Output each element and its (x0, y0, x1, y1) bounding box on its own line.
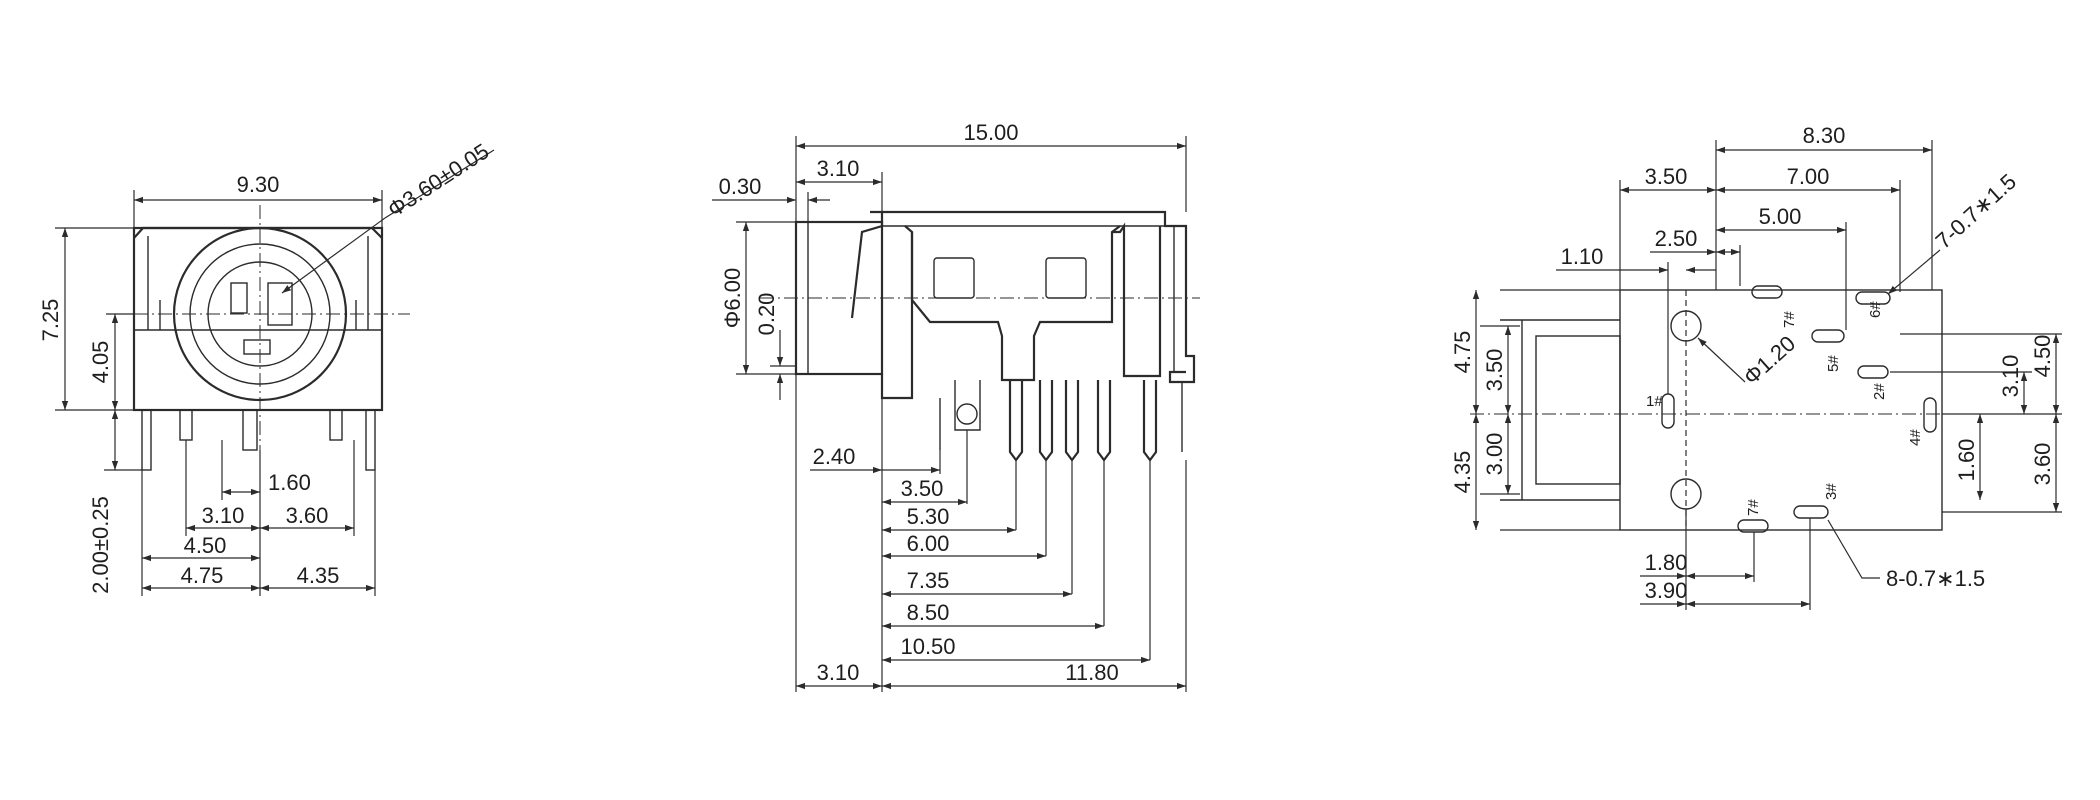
pcb-180-label: 1.80 (1645, 550, 1688, 575)
side-030-label: 0.30 (719, 174, 762, 199)
slot-pin-7-bottom (1737, 519, 1769, 533)
pin-label-2: 2# (1871, 383, 1888, 400)
slot-pin-7-top (1751, 285, 1783, 299)
pcb-hole-diameter-label: Φ1.20 (1739, 331, 1801, 390)
front-center-height-label: 4.05 (88, 341, 113, 384)
pcb-310-label: 3.10 (1998, 355, 2023, 398)
side-view-outline (794, 210, 1196, 462)
pcb-centerlines (1470, 290, 1960, 530)
side-240-label: 2.40 (813, 444, 856, 469)
side-030-dimension: 0.30 (712, 174, 830, 222)
side-600-label: 6.00 (907, 531, 950, 556)
side-extension-lines (795, 374, 1187, 692)
side-310-bottom-label: 3.10 (817, 660, 860, 685)
front-450-label: 4.50 (184, 533, 227, 558)
pcb-outline (1500, 289, 1943, 531)
pcb-right-dimensions: 3.10 4.50 3.60 1.60 (1890, 333, 2062, 513)
side-1050-label: 10.50 (900, 634, 955, 659)
front-view-centerlines (110, 205, 410, 465)
pcb-top-extension-lines (1619, 140, 1933, 394)
front-dim-310-360: 3.10 3.60 (186, 503, 354, 532)
front-dim-475-435: 4.75 4.35 (142, 563, 375, 592)
front-dim-160: 1.60 (222, 470, 311, 496)
front-160-label: 1.60 (268, 470, 311, 495)
slot-pin-6 (1855, 291, 1891, 305)
pcb-hole-note-top: 7-0.7∗1.5 (1887, 169, 2021, 295)
pcb-bottom-dimensions: 1.80 3.90 (1640, 509, 1811, 610)
front-view-outline (132, 226, 384, 471)
slot-pin-1 (1661, 393, 1675, 429)
pcb-830-label: 8.30 (1803, 123, 1846, 148)
pcb-250-label: 2.50 (1655, 226, 1698, 251)
slot-pin-2 (1857, 365, 1889, 379)
front-310-label: 3.10 (202, 503, 245, 528)
front-360-label: 3.60 (286, 503, 329, 528)
side-diameter-dimension: Φ6.00 (720, 221, 796, 375)
pcb-500-label: 5.00 (1759, 204, 1802, 229)
front-center-height-dimension: 4.05 (88, 313, 134, 410)
pcb-hole-note-bottom-label: 8-0.7∗1.5 (1886, 566, 1985, 591)
pcb-300-label: 3.00 (1482, 433, 1507, 476)
pcb-390-label: 3.90 (1645, 578, 1688, 603)
front-dim-450: 4.50 (142, 533, 260, 562)
pcb-700-label: 7.00 (1787, 164, 1830, 189)
pin-label-5: 5# (1825, 355, 1842, 372)
front-pin-length-label: 2.00±0.25 (88, 496, 113, 594)
side-735-label: 7.35 (907, 568, 950, 593)
slot-pin-4 (1923, 397, 1937, 433)
front-height-dimension: 7.25 (38, 227, 142, 411)
slot-pin-3 (1793, 505, 1829, 519)
side-020-dimension: 0.20 (754, 293, 796, 400)
pcb-hole-diameter-note: Φ1.20 (1697, 331, 1801, 390)
front-pin-extensions (141, 440, 376, 596)
round-hole-top (1670, 310, 1702, 342)
side-length-dimension: 15.00 (795, 120, 1187, 222)
side-350-label: 3.50 (901, 476, 944, 501)
side-310-top-dimension: 3.10 (796, 156, 883, 212)
front-width-dimension: 9.30 (133, 172, 383, 228)
front-diameter-label: Φ3.60±0.05 (383, 138, 493, 222)
slot-pin-5 (1811, 329, 1845, 343)
pcb-350-label: 3.50 (1645, 164, 1688, 189)
pcb-left-dimensions: 4.75 4.35 3.50 3.00 (1450, 289, 1620, 531)
pin-label-6: 6# (1867, 301, 1884, 318)
pcb-435-label: 4.35 (1450, 451, 1475, 494)
front-view: 9.30 Φ3.60±0.05 7.25 4.05 2.00±0.25 (38, 138, 495, 596)
pcb-top-dimensions: 8.30 3.50 7.00 5.00 2.50 1.10 (1556, 123, 1932, 274)
side-020-label: 0.20 (754, 293, 779, 336)
pcb-hole-note-bottom: 8-0.7∗1.5 (1827, 519, 1985, 591)
front-435-label: 4.35 (297, 563, 340, 588)
side-850-label: 8.50 (907, 600, 950, 625)
pin-label-3: 3# (1823, 483, 1840, 500)
pcb-475-label: 4.75 (1450, 331, 1475, 374)
pcb-layout: 1# 2# 3# 4# 5# 6# 7# 7# 8.30 3.50 7.00 (1450, 123, 2062, 610)
side-310-top-label: 3.10 (817, 156, 860, 181)
pcb-110-label: 1.10 (1561, 244, 1604, 269)
side-view: 15.00 3.10 0.30 Φ6.00 0.20 (712, 120, 1200, 692)
side-length-label: 15.00 (963, 120, 1018, 145)
side-diameter-label: Φ6.00 (720, 268, 745, 328)
front-diameter-leader: Φ3.60±0.05 (281, 138, 495, 294)
pcb-350-left-label: 3.50 (1482, 349, 1507, 392)
side-bottom-dimensions: 2.40 3.50 5.30 6.00 7.35 8.50 10.50 3.10… (796, 444, 1186, 690)
front-width-label: 9.30 (237, 172, 280, 197)
pcb-hole-note-top-label: 7-0.7∗1.5 (1931, 169, 2021, 254)
side-1180-label: 11.80 (1065, 660, 1118, 685)
pin-label-7-bottom: 7# (1745, 499, 1762, 516)
pcb-450-label: 4.50 (2030, 335, 2055, 378)
pcb-holes (1661, 285, 1937, 533)
pin-label-4: 4# (1907, 429, 1924, 446)
side-530-label: 5.30 (907, 504, 950, 529)
front-height-label: 7.25 (38, 299, 63, 342)
pin-label-7-top: 7# (1781, 311, 1798, 328)
front-pin-length-dimension: 2.00±0.25 (88, 410, 142, 594)
pin-label-1: 1# (1646, 393, 1663, 410)
pcb-pin-labels: 1# 2# 3# 4# 5# 6# 7# 7# (1646, 301, 1924, 516)
front-475-label: 4.75 (181, 563, 224, 588)
pcb-360-label: 3.60 (2030, 443, 2055, 486)
pcb-160-label: 1.60 (1954, 439, 1979, 482)
